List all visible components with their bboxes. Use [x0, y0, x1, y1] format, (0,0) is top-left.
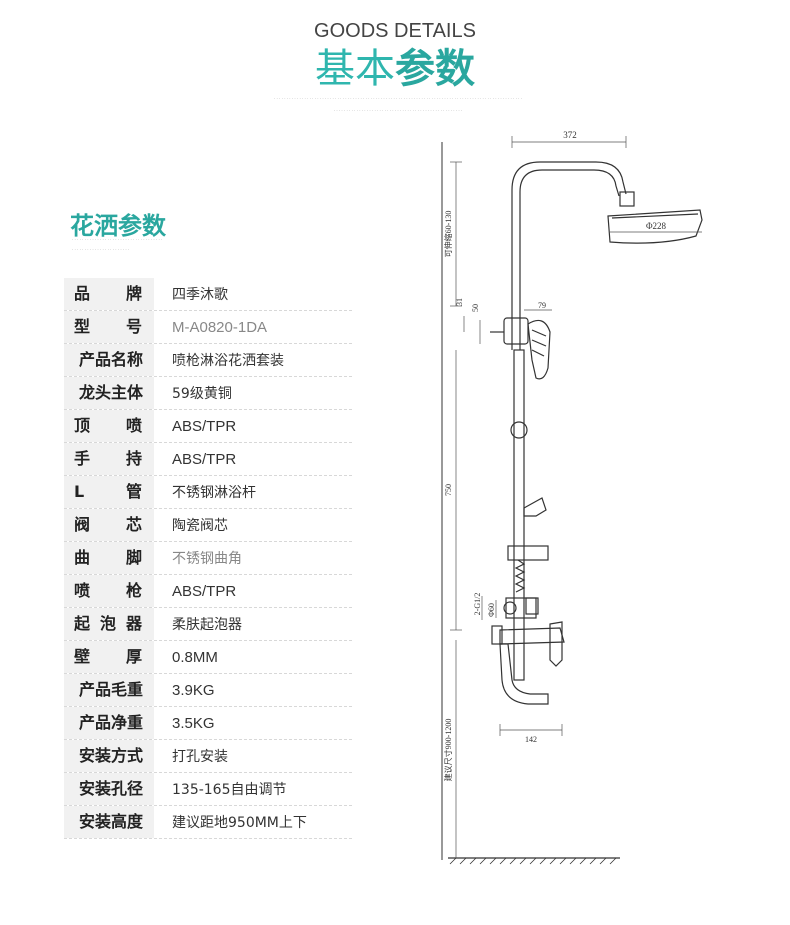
spec-label: 产品净重 [64, 707, 154, 739]
spec-value: 建议距地950MM上下 [172, 815, 307, 831]
page-title-cn: 基本参数 [0, 44, 790, 94]
spec-row: 阀芯 陶瓷阀芯 [64, 509, 352, 542]
dim-thread: 2-G1/2 [473, 593, 482, 616]
spec-label: 品牌 [64, 278, 154, 310]
tub-spout [499, 643, 549, 705]
mixer-valve [499, 627, 565, 645]
spec-label: 产品毛重 [64, 674, 154, 706]
spec-row: 安装方式 打孔安装 [64, 740, 352, 773]
spec-row: 壁厚 0.8MM [64, 641, 352, 674]
spec-label: 产品名称 [64, 344, 154, 376]
spec-value: ABS/TPR [172, 417, 237, 435]
spec-row: 起泡器 柔肤起泡器 [64, 608, 352, 641]
spec-label: 安装高度 [64, 806, 154, 838]
spec-value: 3.9KG [172, 681, 215, 699]
page-title-en: GOODS DETAILS [314, 20, 476, 42]
spec-value: 不锈钢曲角 [172, 551, 242, 567]
spec-row: 产品名称 喷枪淋浴花洒套装 [64, 344, 352, 377]
page-title-cn-light: 基本 [315, 46, 395, 92]
spec-value: 四季沐歌 [172, 287, 228, 303]
spec-table: 品牌 四季沐歌型号 M-A0820-1DA 产品名称 喷枪淋浴花洒套装龙头主体 59级黄铜… [64, 278, 352, 839]
spec-label: 安装方式 [64, 740, 154, 772]
spec-value: 0.8MM [172, 648, 218, 666]
dim-50: 50 [471, 304, 480, 312]
page-title-cn-bold: 参数 [395, 46, 475, 92]
spec-label: 顶喷 [64, 410, 154, 442]
spec-label: 喷枪 [64, 575, 154, 607]
spec-value: 3.5KG [172, 714, 215, 732]
spec-label: 曲脚 [64, 542, 154, 574]
riser-pipe [511, 161, 627, 350]
riser-pipe-inner [519, 169, 620, 350]
spec-value: 59级黄铜 [172, 386, 232, 402]
dim-install-height: 建议尺寸900-1200 [443, 719, 453, 782]
dim-142: 142 [525, 735, 537, 744]
spec-row: 品牌 四季沐歌 [64, 278, 352, 311]
dim-top-width: 372 [563, 130, 577, 140]
spec-section-title: 花洒参数 [70, 212, 166, 240]
dim-adjustable: 可伸缩60-130 [443, 211, 453, 258]
spec-label: 起泡器 [64, 608, 154, 640]
spec-value: 陶瓷阀芯 [172, 518, 228, 534]
spec-row: 曲脚 不锈钢曲角 [64, 542, 352, 575]
spec-label: 安装孔径 [64, 773, 154, 805]
slide-bar [513, 349, 525, 681]
soap-dish [507, 545, 549, 561]
spec-row: 顶喷 ABS/TPR [64, 410, 352, 443]
dim-31: 31 [455, 298, 464, 306]
spec-value: 打孔安装 [172, 749, 228, 765]
spec-row: 喷枪 ABS/TPR [64, 575, 352, 608]
spec-label: 龙头主体 [64, 377, 154, 409]
shower-technical-drawing: 372 Φ228 可伸缩60-130 31 50 79 750 2-G1/2 Φ… [441, 130, 703, 865]
spec-row: 产品净重 3.5KG [64, 707, 352, 740]
decorative-fine-print: · · · · · · · · · · · · · · · · · · · · … [333, 108, 463, 113]
header: GOODS DETAILS 基本参数 · · · · · · · · · · ·… [0, 0, 790, 130]
dim-phi60: Φ60 [487, 603, 496, 617]
decorative-fine-print: · · · · · · · · · · · · · · · · · · · · … [274, 96, 522, 101]
head-shower [607, 209, 703, 244]
spec-value: 柔肤起泡器 [172, 617, 242, 633]
decorative-fine-print: · · · · · · · · · · · · · · · · · · · · … [72, 247, 130, 252]
spec-value: 喷枪淋浴花洒套装 [172, 353, 284, 369]
spec-value: 不锈钢淋浴杆 [172, 485, 256, 501]
spec-label: 阀芯 [64, 509, 154, 541]
spec-row: 安装孔径 135-165自由调节 [64, 773, 352, 806]
spec-row: 产品毛重 3.9KG [64, 674, 352, 707]
spec-label: 型号 [64, 311, 154, 343]
spec-value: ABS/TPR [172, 582, 237, 600]
dim-750: 750 [444, 484, 453, 496]
decorative-fine-print: · · · · · · · · · · · · · · · · · · · · … [72, 237, 163, 242]
spec-value: ABS/TPR [172, 450, 237, 468]
hand-shower [527, 319, 551, 380]
spec-row: 龙头主体 59级黄铜 [64, 377, 352, 410]
spec-row: L管 不锈钢淋浴杆 [64, 476, 352, 509]
spec-value: 135-165自由调节 [172, 782, 287, 798]
spec-row: 型号 M-A0820-1DA [64, 311, 352, 344]
spec-label: L管 [64, 476, 154, 508]
spec-label: 壁厚 [64, 641, 154, 673]
spec-row: 安装高度 建议距地950MM上下 [64, 806, 352, 839]
dim-head-diameter: Φ228 [646, 221, 667, 231]
dim-79: 79 [538, 301, 546, 310]
spec-row: 手持 ABS/TPR [64, 443, 352, 476]
spec-value: M-A0820-1DA [172, 318, 268, 336]
spray-gun [523, 497, 547, 517]
spec-label: 手持 [64, 443, 154, 475]
